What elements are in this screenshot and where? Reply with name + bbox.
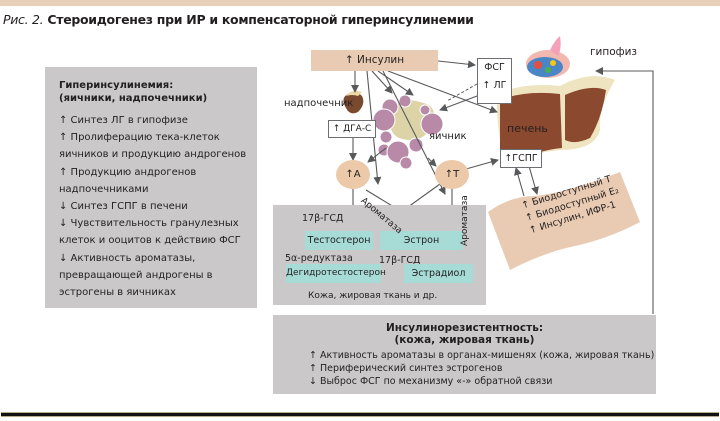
list-item: ↓ Синтез ГСПГ в печени <box>59 201 188 213</box>
hyperinsulinemia-panel: Гиперинсулинемия: (яичники, надпочечники… <box>45 67 257 308</box>
list-item: превращающей андрогены в <box>59 269 213 281</box>
list-item: ↓ Активность ароматазы, <box>59 252 196 264</box>
peripheral-footer: Кожа, жировая ткань и др. <box>308 291 438 301</box>
lg-label: ↑ ЛГ <box>482 80 507 91</box>
top-decor-bar <box>0 0 720 6</box>
arrow-ovary-a <box>367 147 387 163</box>
hyperinsulinemia-heading: Гиперинсулинемия: (яичники, надпочечники… <box>59 79 207 105</box>
heading-line: (яичники, надпочечники) <box>59 93 208 104</box>
arrow-insulin-ovary-2 <box>377 70 414 96</box>
estrone-node: Эстрон <box>380 231 463 250</box>
list-item: ↑ Синтез ЛГ в гипофизе <box>59 115 188 126</box>
dashed-arrow-lg <box>446 83 478 102</box>
ovary-icon <box>372 94 444 170</box>
arrow-lg-ovary <box>439 95 478 112</box>
figure-title: Рис. 2. Стероидогенез при ИР и компенсат… <box>3 12 474 27</box>
arrow-insulin-estradiol <box>382 70 446 195</box>
arrow-t-shbg <box>465 158 499 170</box>
fsg-label: ФСГ <box>484 62 505 73</box>
liver-icon <box>496 76 615 162</box>
insulin-resistance-heading: Инсулинорезистентность: (кожа, жировая т… <box>273 322 656 346</box>
estradiol-node: Эстрадиол <box>404 264 473 283</box>
5a-reductase-label: 5α-редуктаза <box>285 253 353 264</box>
arrow-shbg-banner <box>528 165 539 195</box>
testosterone-node: Тестостерон <box>305 231 373 250</box>
list-item: ↑ Периферический синтез эстрогенов <box>309 363 503 374</box>
hyperinsulinemia-list: ↑ Синтез ЛГ в гипофизе ↑ Пролиферацию те… <box>59 112 257 301</box>
pituitary-label: гипофиз <box>590 46 638 58</box>
banner-shape <box>488 172 640 270</box>
dht-node: Дегидротестостерон <box>286 264 386 283</box>
list-item: ↑ Активность ароматазы в органах-мишенях… <box>309 350 655 361</box>
arrow-insulin-fsg <box>437 60 476 69</box>
shbg-node: ↑ГСПГ <box>500 149 542 168</box>
arrow-feedback-pituitary <box>595 67 654 314</box>
heading-line: (кожа, жировая ткань) <box>394 334 535 346</box>
heading-line: Гиперинсулинемия: <box>59 80 174 91</box>
arrow-insulin-liver <box>387 70 498 114</box>
list-item: ↑ Пролиферацию тека-клеток <box>59 132 220 144</box>
enzyme-17b-hsd-left: 17β-ГСД <box>302 213 344 224</box>
ovary-label: яичник <box>429 131 467 142</box>
list-item: эстрогены в яичниках <box>59 287 176 299</box>
list-item: ↓ Чувствительность гранулезных <box>59 218 239 230</box>
insulin-resistance-panel: Инсулинорезистентность: (кожа, жировая т… <box>273 315 656 394</box>
bottom-rule <box>1 412 719 417</box>
testosterone-circle-node: ↑Т <box>435 160 469 189</box>
arrow-banner-shbg <box>514 167 525 197</box>
arrow-insulin-ovary-1 <box>371 70 393 94</box>
insulin-resistance-list: ↑ Активность ароматазы в органах-мишенях… <box>309 349 654 388</box>
fsg-lg-node: ФСГ ↑ ЛГ <box>477 58 512 104</box>
figure-title-text: Стероидогенез при ИР и компенсаторной ги… <box>47 12 474 27</box>
aromatase-vertical-label: Ароматаза <box>460 195 470 246</box>
insulin-node: ↑ Инсулин <box>311 50 438 71</box>
arrow-ovary-t <box>427 157 437 167</box>
androstenedione-node: ↑А <box>336 160 370 189</box>
list-item: клеток и ооцитов к действию ФСГ <box>59 235 241 247</box>
heading-line: Инсулинорезистентность: <box>385 322 544 334</box>
enzyme-17b-hsd-right: 17β-ГСД <box>379 255 421 266</box>
list-item: надпочечниками <box>59 183 149 195</box>
pituitary-icon <box>526 36 570 78</box>
adrenal-label: надпочечник <box>284 98 354 109</box>
liver-label: печень <box>507 122 548 135</box>
list-item: ↑ Продукцию андрогенов <box>59 166 197 178</box>
list-item: яичников и продукцию андрогенов <box>59 149 247 161</box>
peripheral-tissue-panel <box>273 205 486 305</box>
figure-number: Рис. 2. <box>3 12 44 27</box>
dhea-s-node: ↑ ДГА-С <box>328 120 376 138</box>
list-item: ↓ Выброс ФСГ по механизму «-» обратной с… <box>309 376 553 387</box>
